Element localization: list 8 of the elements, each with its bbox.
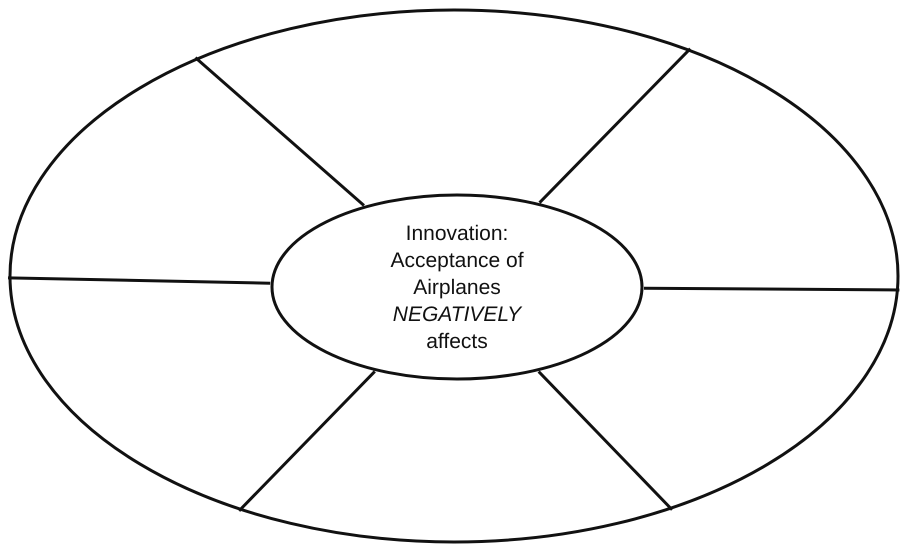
divider-line [644,286,900,292]
divider-line [538,370,674,511]
divider-line [194,56,365,207]
heading-text: Innovation: [404,220,510,246]
divider-line [538,48,692,204]
body-text: Acceptance of Airplanes NEGATIVELY affects [389,248,525,354]
divider-line [8,276,270,285]
divider-line [238,370,376,512]
